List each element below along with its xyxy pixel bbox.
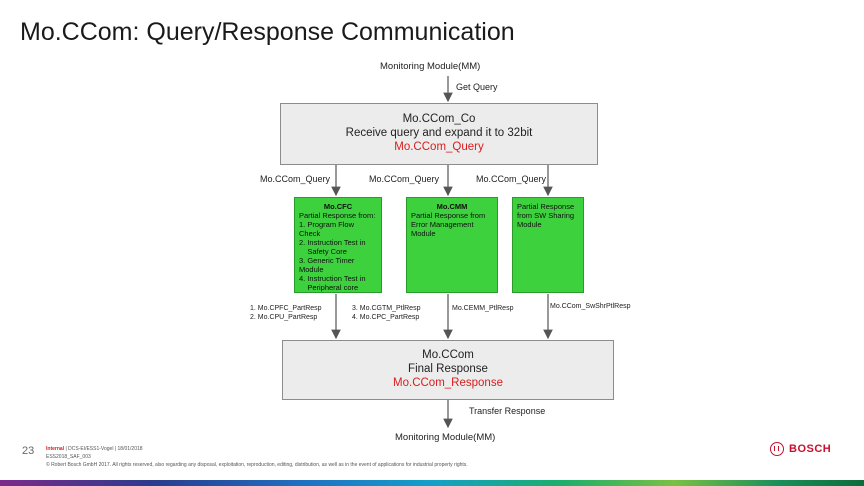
slide-title: Mo.CCom: Query/Response Communication (20, 18, 515, 46)
co-box-name: Mo.CCom_Co (402, 113, 476, 126)
cfc-line: 2. Instruction Test in (299, 238, 366, 247)
resp-label-sw: Mo.CCom_SwShrPtlResp (550, 303, 631, 310)
co-box: Mo.CCom_Co Receive query and expand it t… (280, 103, 598, 165)
footer-doc-id: ESS2018_SAF_003 (46, 454, 91, 460)
footer-meta-line: Internal | DCS-EI/ESS1-Vogel | 18/01/201… (46, 445, 468, 453)
footer-copyright: © Robert Bosch GmbH 2017. All rights res… (46, 462, 468, 468)
resp-label-pc: 4. Mo.CPC_PartResp (352, 314, 420, 322)
cmm-line: Error Management (411, 220, 474, 229)
cfc-line: 3. Generic Timer Module (299, 256, 355, 274)
resp-label-pfc: 1. Mo.CPFC_PartResp (250, 305, 322, 312)
cfc-box-heading: Mo.CFC (323, 202, 353, 211)
top-monitoring-module: Monitoring Module(MM) (380, 61, 481, 72)
resp-label-gtm: 3. Mo.CGTM_PtlResp (352, 305, 421, 312)
sw-line: from SW Sharing (517, 211, 575, 220)
transfer-response-label: Transfer Response (469, 406, 546, 416)
footer-info: Internal | DCS-EI/ESS1-Vogel | 18/01/201… (46, 445, 468, 469)
co-box-description: Receive query and expand it to 32bit (345, 127, 533, 140)
cfc-box: Mo.CFC Partial Response from: 1. Program… (294, 197, 382, 293)
brand-color-bar (0, 480, 864, 486)
co-box-query: Mo.CCom_Query (394, 140, 484, 153)
page-number: 23 (22, 445, 35, 457)
resp-labels-cfc-right: 3. Mo.CGTM_PtlResp 4. Mo.CPC_PartResp (352, 304, 420, 323)
resp-label-pu: 2. Mo.CPU_PartResp (250, 314, 318, 322)
cmm-line: Module (411, 229, 436, 238)
resp-labels-cfc-left: 1. Mo.CPFC_PartResp 2. Mo.CPU_PartResp (250, 304, 322, 323)
query-label-sw: Mo.CCom_Query (476, 174, 547, 184)
com-box-response: Mo.CCom_Response (393, 376, 503, 389)
bosch-armature-icon (770, 442, 784, 456)
com-box-description: Final Response (408, 363, 488, 376)
cmm-box-heading: Mo.CMM (436, 202, 468, 211)
cfc-line: 4. Instruction Test in (299, 274, 366, 283)
internal-classification: Internal (46, 446, 65, 452)
com-box-name: Mo.CCom (422, 349, 474, 362)
resp-label-emm: Mo.CEMM_PtlResp (452, 305, 514, 312)
get-query-label: Get Query (456, 82, 498, 92)
sw-sharing-box: Partial Response from SW Sharing Module (512, 197, 584, 293)
cmm-box: Mo.CMM Partial Response from Error Manag… (406, 197, 498, 293)
query-label-cmm: Mo.CCom_Query (369, 174, 440, 184)
cfc-line: Partial Response from: (299, 211, 376, 220)
bosch-logo: BOSCH (770, 442, 831, 456)
cfc-line: 1. Program Flow Check (299, 220, 355, 238)
bottom-monitoring-module: Monitoring Module(MM) (395, 432, 496, 443)
cmm-line: Partial Response from (411, 211, 486, 220)
cfc-line: Peripheral core (299, 283, 359, 292)
sw-line: Partial Response (517, 202, 575, 211)
query-label-cfc: Mo.CCom_Query (260, 174, 331, 184)
footer-meta: | DCS-EI/ESS1-Vogel | 18/01/2018 (65, 446, 143, 452)
sw-line: Module (517, 220, 542, 229)
cfc-line: Safety Core (299, 247, 347, 256)
com-box: Mo.CCom Final Response Mo.CCom_Response (282, 340, 614, 400)
bosch-logo-text: BOSCH (789, 443, 832, 455)
